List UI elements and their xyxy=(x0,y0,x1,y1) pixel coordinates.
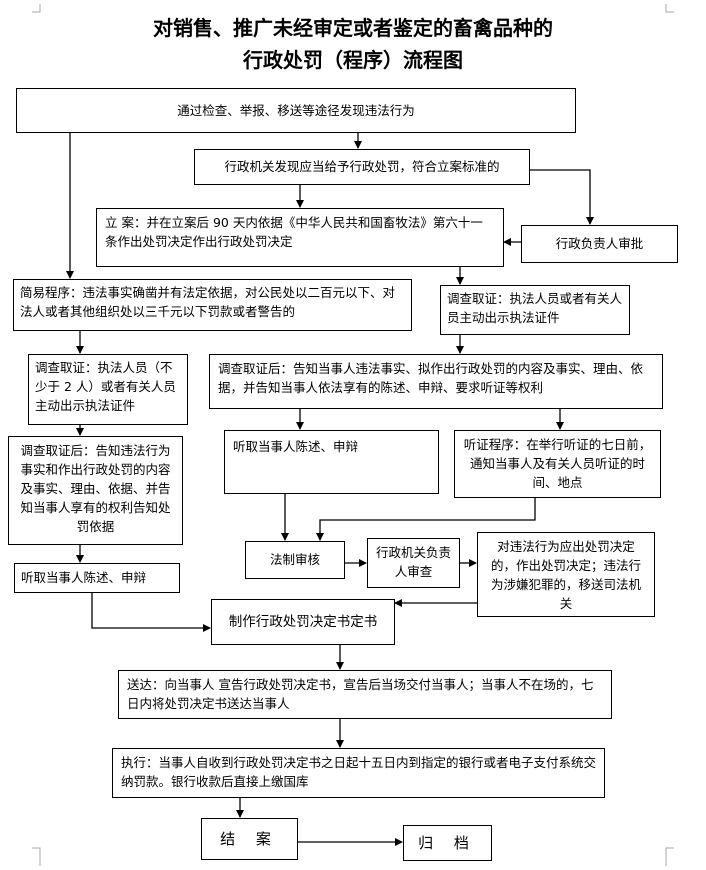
title-line-2: 行政处罚（程序）流程图 xyxy=(243,48,463,72)
node-archive: 归 档 xyxy=(403,825,492,861)
title-line-1: 对销售、推广未经审定或者鉴定的畜禽品种的 xyxy=(153,16,553,40)
node-hear-left: 听取当事人陈述、申辩 xyxy=(14,563,180,593)
node-deliver: 送达：向当事人 宣告行政处罚决定书，宣告后当场交付当事人；当事人不在场的，七日内… xyxy=(118,670,612,719)
node-after-investigate-left: 调查取证后：告知违法行为事实和作出行政处罚的内容及事实、理由、依据、并告知当事人… xyxy=(8,436,183,545)
node-close: 结 案 xyxy=(201,818,298,860)
node-legal-review: 法制审核 xyxy=(245,541,345,579)
node-make-decision: 制作行政处罚决定书定书 xyxy=(211,599,395,645)
node-leader-review: 行政机关负责人审查 xyxy=(367,538,460,588)
node-transfer: 对违法行为应出处罚决定的，作出处罚决定；违法行为涉嫌犯罪的，移送司法机关 xyxy=(477,532,655,617)
node-simple-procedure: 简易程序：违法事实确凿并有法定依据，对公民处以二百元以下、对法人或者其他组织处以… xyxy=(13,279,412,331)
node-investigate-left: 调查取证：执法人员（不少于 2 人）或者有关人员主动出示执法证件 xyxy=(28,354,188,425)
node-after-investigate-mid: 调查取证后：告知当事人违法事实、拟作出行政处罚的内容及事实、理由、依据，并告知当… xyxy=(209,354,663,409)
node-hear-mid: 听取当事人陈述、申辩 xyxy=(224,430,439,494)
node-hearing: 听证程序：在举行听证的七日前，通知当事人及有关人员听证的时间、地点 xyxy=(454,430,661,498)
node-leader-approve: 行政负责人审批 xyxy=(521,225,678,263)
node-discover: 通过检查、举报、移送等途径发现违法行为 xyxy=(16,88,576,133)
node-execute: 执行：当事人自收到行政处罚决定书之日起十五日内到指定的银行或者电子支付系统交纳罚… xyxy=(112,748,605,798)
node-filing: 立 案：并在立案后 90 天内依据《中华人民共和国畜牧法》第六十一条作出处罚决定… xyxy=(96,208,504,267)
node-investigate-right: 调查取证：执法人员或者有关人员主动出示执法证件 xyxy=(440,285,630,335)
node-found-penalty: 行政机关发现应当给予行政处罚，符合立案标准的 xyxy=(194,149,530,185)
